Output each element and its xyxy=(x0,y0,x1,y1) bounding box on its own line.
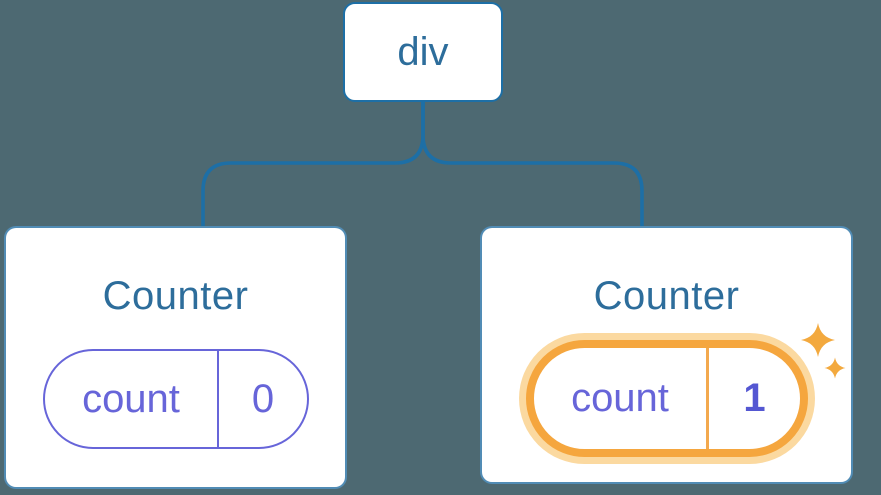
state-value: 0 xyxy=(251,376,275,421)
root-node-label: div xyxy=(397,29,449,74)
state-pill-highlighted: count 1 xyxy=(526,340,808,457)
state-value: 1 xyxy=(743,376,766,420)
counter-card-left: Counter count 0 xyxy=(4,226,347,489)
state-pill: count 0 xyxy=(43,349,309,449)
connector-left-branch xyxy=(201,101,425,227)
state-key-label: count xyxy=(571,376,669,420)
pill-divider xyxy=(706,348,709,449)
component-title: Counter xyxy=(593,274,740,318)
counter-card-right: Counter count 1 xyxy=(480,226,853,484)
pill-divider xyxy=(217,351,219,447)
sparkle-small-star xyxy=(824,357,846,379)
sparkle-large-star xyxy=(801,323,835,357)
root-node-div: div xyxy=(343,2,503,102)
component-title: Counter xyxy=(102,274,249,318)
connector-right-branch xyxy=(421,101,644,227)
state-key-label: count xyxy=(82,376,180,421)
